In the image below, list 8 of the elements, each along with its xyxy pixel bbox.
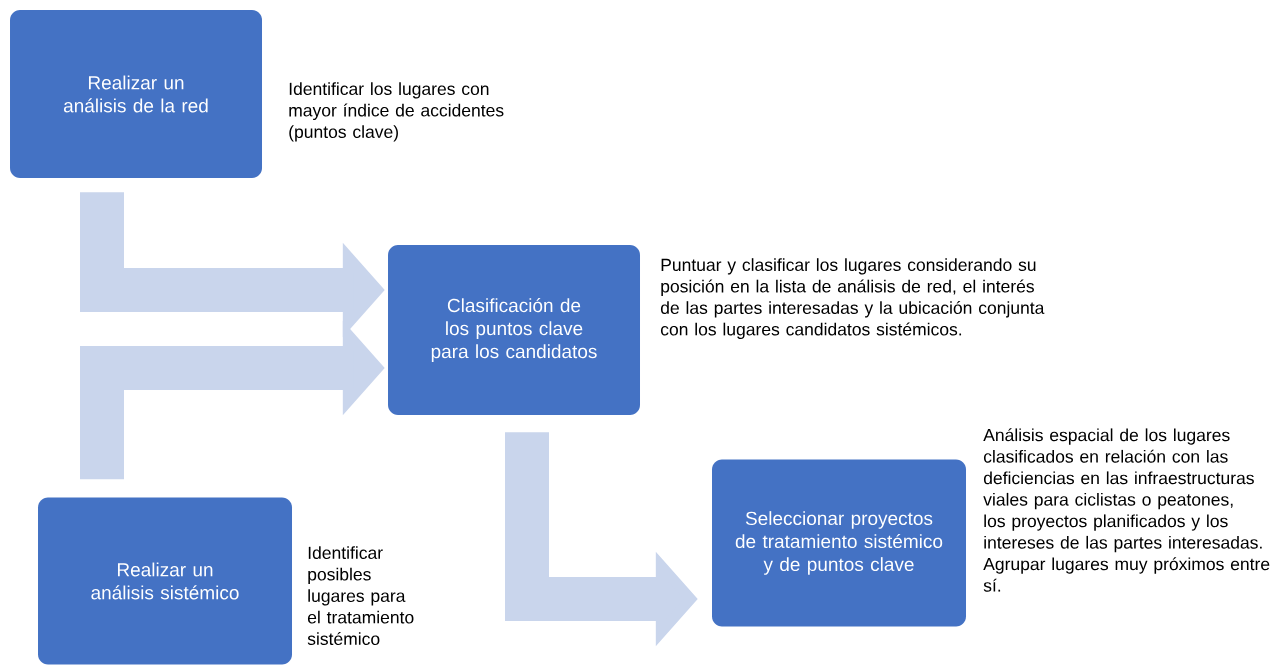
- process-box: Realizar un análisis de la red: [10, 10, 262, 178]
- annotation-text: Análisis espacial de los lugares clasificados en relación con las deficiencias en las infraestructuras viales para ciclistas o peatones, los proyectos planificados y los intereses de las partes interesadas. Agrupar lugares muy próximos entre sí.: [983, 428, 1270, 592]
- annotation-text: Identificar posibles lugares para el tratamiento sistémico: [307, 546, 414, 646]
- process-box: Clasificación de los puntos clave para los candidatos: [388, 245, 640, 415]
- process-box: Realizar un análisis sistémico: [38, 497, 292, 665]
- process-box: Seleccionar proyectos de tratamiento sistémico y de puntos clave: [712, 459, 966, 627]
- annotation-text: Identificar los lugares con mayor índice de accidentes (puntos clave): [289, 82, 504, 142]
- annotation-text: Puntuar y clasificar los lugares considerando su posición en la lista de análisis de red, el interés de las partes interesadas y la ubicación conjunta con los lugares candidatos sistémicos.: [660, 258, 1045, 339]
